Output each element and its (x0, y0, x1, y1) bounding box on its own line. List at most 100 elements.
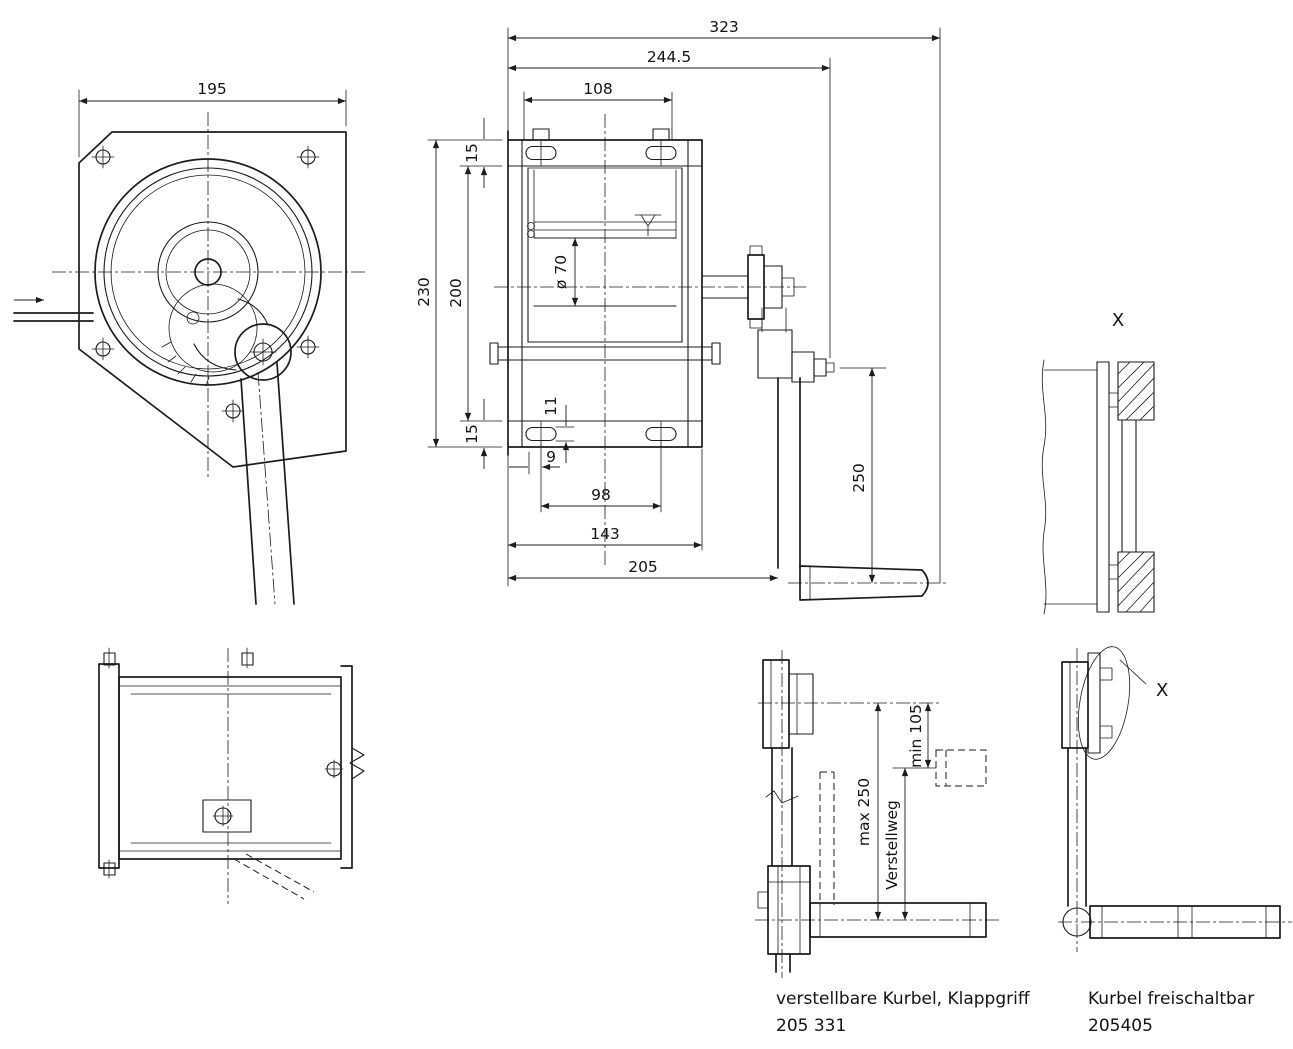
rope-level-symbol (634, 214, 662, 237)
dim-dia-70-label: ø 70 (552, 255, 570, 289)
adjustable-crank-caption: verstellbare Kurbel, Klappgriff (776, 989, 1031, 1009)
dim-323-label: 323 (709, 18, 739, 36)
hub-inner-lines (770, 659, 798, 749)
drum-top-lines (118, 685, 342, 852)
detail-x-circle (1077, 646, 1131, 760)
verstellweg-label: Verstellweg (883, 800, 901, 890)
front-center-lines (52, 112, 368, 605)
crank-handle-adjustable (809, 902, 987, 938)
detachable-crank-view: X Kurbel freischaltbar 205405 (1058, 646, 1292, 1036)
pawl-boss-cross (249, 338, 277, 366)
mounting-hole-crosses (91, 145, 320, 423)
dim-205-label: 205 (628, 558, 658, 576)
folded-handle-hidden (819, 771, 835, 905)
hatch-bottom (1117, 551, 1155, 613)
drum-section-main (527, 167, 683, 343)
tie-rod (497, 346, 713, 361)
flange-plate-section (1096, 361, 1110, 613)
coupling-bolt (1099, 725, 1113, 739)
hub-inner (165, 229, 251, 315)
detail-x-title: X (1112, 310, 1124, 331)
dim-15-top-label: 15 (463, 143, 481, 163)
handle-detail-lines (819, 902, 971, 938)
dim-250-label: 250 (850, 463, 868, 493)
clamp-block-bottom (1117, 551, 1155, 613)
spring-clip (349, 747, 365, 780)
dim-98-label: 98 (591, 486, 611, 504)
handle-min-position-hidden (935, 749, 987, 787)
ratchet-gear (168, 283, 258, 373)
detail-x-ref-label: X (1156, 680, 1168, 701)
crank-handle-detachable (1089, 905, 1281, 939)
crank-hub-plate (762, 659, 790, 749)
adjustable-crank-view: max 250 min 105 Verstellweg verstellbare… (755, 650, 1031, 1036)
break-line (1041, 359, 1047, 615)
crank-shaft-front (240, 362, 295, 605)
clamp-lever (757, 891, 769, 909)
crank-arm-side (777, 377, 801, 569)
clamp-tabs (1108, 392, 1119, 580)
dim-15-bottom-label: 15 (463, 424, 481, 444)
hatch-top (1117, 361, 1155, 421)
frame-inner-lines (507, 139, 703, 448)
detachable-crank-center-lines (1058, 648, 1292, 952)
side-view: 323 244.5 108 230 200 15 15 ø 70 11 9 98… (415, 18, 948, 601)
crank-hub-plate (1061, 661, 1089, 749)
dim-143-label: 143 (590, 525, 620, 543)
dim-max-250-label: max 250 (855, 778, 873, 846)
drum-flange-mid (103, 167, 313, 377)
crank-hub-boss (788, 673, 814, 735)
left-mount-plate (98, 663, 120, 869)
flange-bolt (749, 318, 763, 329)
flange-bolt (749, 245, 763, 256)
mounting-plate-outline (78, 131, 347, 468)
dim-9-label: 9 (546, 448, 556, 466)
dim-195-extensions (78, 89, 347, 158)
slider-block (767, 865, 811, 955)
right-frame-plate (340, 665, 353, 869)
ratchet-housing (757, 329, 793, 379)
hub-connector-lines (761, 307, 787, 333)
rope-coil (527, 230, 535, 238)
rope-coil (527, 222, 535, 230)
plate-bolt (241, 652, 254, 666)
drum-section-detail (527, 167, 683, 239)
pawl-bracket-top-view (202, 799, 252, 833)
clip-bolt-cross (324, 759, 344, 779)
drum-rim (110, 174, 306, 370)
ratchet-teeth (161, 341, 210, 387)
arm-lower-stub (775, 953, 791, 973)
pivot-nut (825, 362, 835, 373)
slot-center-ticks (540, 140, 662, 447)
dim-244-5-label: 244.5 (647, 48, 691, 66)
detail-view-x: X (1041, 310, 1155, 615)
crank-arm-upper (771, 747, 793, 867)
plate-bolt (103, 652, 116, 666)
bracket-bolt-cross (212, 805, 234, 827)
crank-handle-side (799, 565, 929, 601)
detachable-crank-caption: Kurbel freischaltbar (1088, 989, 1254, 1009)
detail-x-leader (1119, 659, 1147, 685)
tie-rod-nut (489, 342, 499, 365)
pawl-housing (791, 351, 815, 383)
axle-shaft (701, 275, 749, 299)
hub-outer (157, 221, 259, 323)
side-center-lines (494, 114, 948, 584)
pivot-bolt (813, 358, 827, 377)
coupling-flange (1087, 652, 1101, 754)
handle-knuckle (1062, 907, 1092, 937)
dim-108-label: 108 (583, 80, 613, 98)
bolt-head (652, 128, 670, 141)
drum-flange-outer (94, 158, 322, 386)
bolt-head (532, 128, 550, 141)
axle-hole (194, 258, 222, 286)
coupling-bolt (1099, 667, 1113, 681)
dim-11-label: 11 (542, 396, 560, 416)
dim-min-105-label: min 105 (907, 704, 925, 768)
flange-plate-extension (1043, 369, 1098, 605)
frame-outline (507, 130, 703, 456)
dim-230-label: 230 (415, 277, 433, 307)
arm-break-line (765, 790, 799, 804)
